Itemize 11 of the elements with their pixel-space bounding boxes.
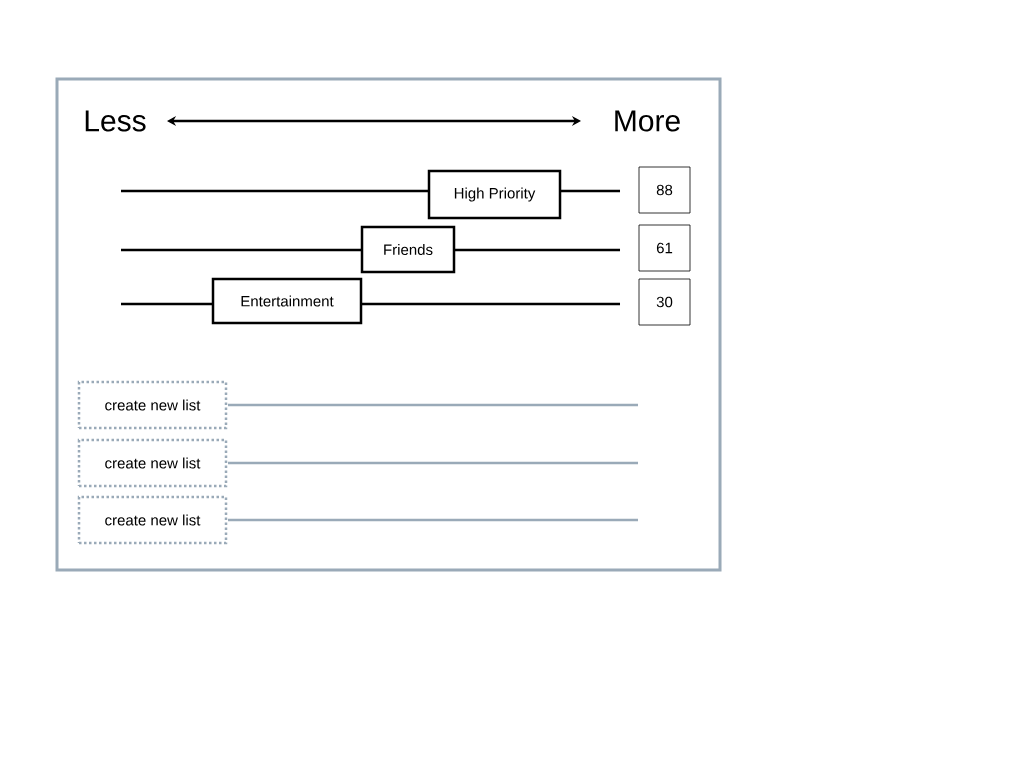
create-list-button: create new list bbox=[77, 438, 228, 488]
axis-label: Less bbox=[85, 110, 146, 132]
create-list-button: create new list bbox=[77, 380, 228, 430]
slider-handle: High Priority bbox=[427, 169, 562, 220]
score-box: 30 bbox=[638, 278, 691, 326]
slider-handle: Entertainment bbox=[211, 277, 363, 325]
score-box: 88 bbox=[638, 166, 691, 214]
score-box: 61 bbox=[638, 224, 691, 272]
create-list-button: create new list bbox=[77, 495, 228, 545]
axis-label: More bbox=[615, 110, 680, 132]
slider-handle: Friends bbox=[360, 225, 456, 274]
